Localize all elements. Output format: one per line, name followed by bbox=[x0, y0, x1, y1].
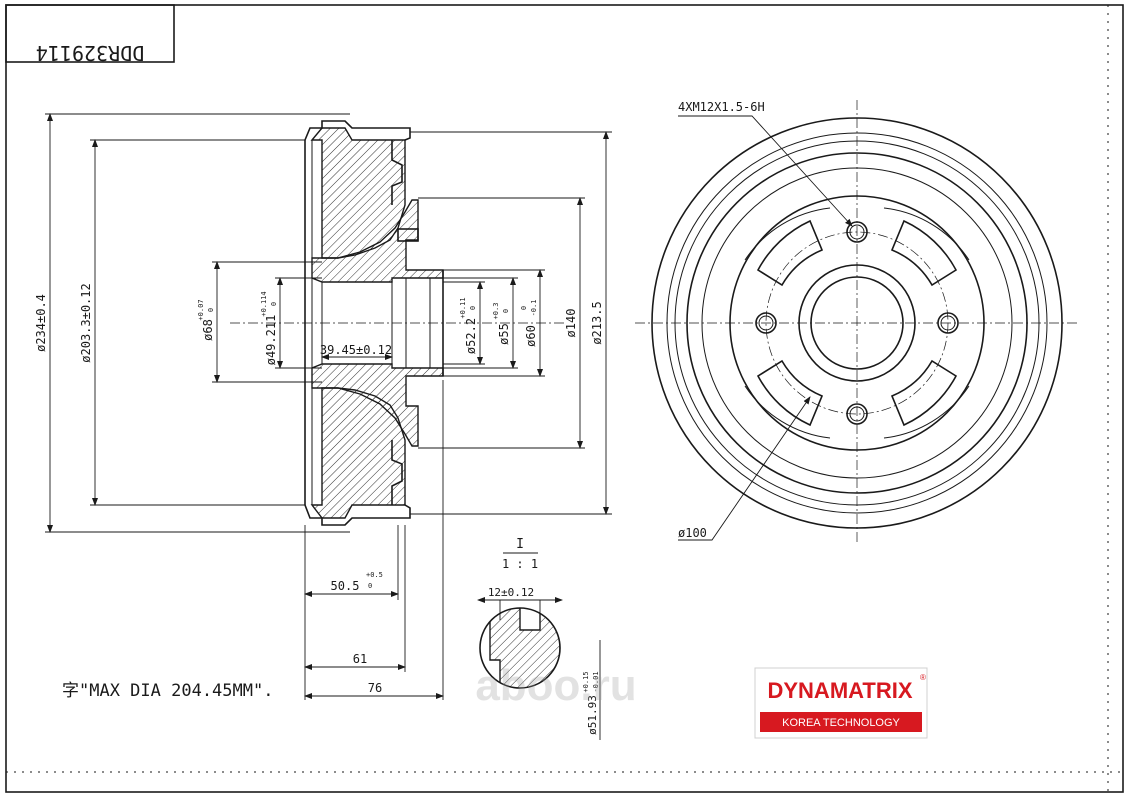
dimension-labels: ø234±0.4 ø203.3±0.12 ø68 +0.07 0 ø49.211… bbox=[34, 283, 604, 695]
detail-dia-tol-low: -0.01 bbox=[592, 671, 600, 692]
dim-d213: ø213.5 bbox=[590, 301, 604, 344]
hub-hatch-top bbox=[311, 199, 444, 283]
dim-d60: ø60 bbox=[524, 325, 538, 347]
brand-tagline-bar bbox=[760, 712, 922, 732]
dim-d60-tol-up: 0 bbox=[520, 306, 528, 310]
dim-d60-tol-low: -0.1 bbox=[530, 300, 538, 317]
dim-d52-tol-low: 0 bbox=[469, 306, 477, 310]
pcd-label: ø100 bbox=[678, 526, 707, 540]
brand-name: DYNAMATRIX bbox=[767, 678, 912, 703]
drawing-frame bbox=[5, 4, 1124, 793]
dim-len50-tol-up: +0.5 bbox=[366, 571, 383, 579]
dim-d203: ø203.3±0.12 bbox=[79, 283, 93, 362]
watermark: aboo.ru bbox=[475, 661, 636, 710]
hub-flange-circle bbox=[729, 195, 985, 451]
max-dia-note: 字"MAX DIA 204.45MM". bbox=[62, 681, 273, 701]
dim-d68-tol-low: 0 bbox=[207, 308, 215, 312]
detail-scale: 1 : 1 bbox=[502, 557, 538, 571]
dim-d68: ø68 bbox=[201, 319, 215, 341]
drum-outer-circle bbox=[651, 117, 1063, 529]
brand-logo: DYNAMATRIX ® KOREA TECHNOLOGY bbox=[754, 667, 928, 739]
dim-d55-tol-low: 0 bbox=[502, 309, 510, 313]
dim-d52: ø52.2 bbox=[464, 318, 478, 354]
detail-groove: 12±0.12 bbox=[488, 586, 534, 599]
front-view: 4XM12X1.5-6H ø100 bbox=[635, 100, 1080, 545]
hub-outer-circle bbox=[798, 264, 916, 382]
dim-d68-tol-up: +0.07 bbox=[197, 299, 205, 320]
watermark-text: aboo.ru bbox=[475, 661, 636, 710]
dim-len50: 50.5 bbox=[331, 579, 360, 593]
dim-d49: ø49.211 bbox=[264, 315, 278, 366]
dim-d52-tol-up: +0.11 bbox=[459, 297, 467, 318]
pcd-circle bbox=[765, 231, 949, 415]
part-number: DDR329114 bbox=[36, 41, 144, 65]
dimension-lines bbox=[45, 113, 612, 700]
dim-len76: 76 bbox=[368, 681, 382, 695]
dim-d234: ø234±0.4 bbox=[34, 294, 48, 352]
dim-d55: ø55 bbox=[497, 323, 511, 345]
dim-len50-tol-low: 0 bbox=[368, 582, 372, 590]
stud-holes bbox=[755, 221, 959, 425]
dim-d49-tol-low: 0 bbox=[270, 302, 278, 306]
hub-bore-circle bbox=[810, 276, 904, 370]
spoke-windows bbox=[744, 207, 970, 439]
section-view bbox=[230, 120, 565, 526]
thread-spec: 4XM12X1.5-6H bbox=[678, 100, 765, 114]
dim-d49-tol-up: +0.114 bbox=[260, 291, 268, 316]
dim-len39: 39.45±0.12 bbox=[320, 343, 392, 357]
brand-tagline: KOREA TECHNOLOGY bbox=[782, 717, 900, 729]
dim-d140: ø140 bbox=[564, 309, 578, 338]
brand-reg: ® bbox=[920, 673, 926, 682]
detail-mark: I bbox=[516, 537, 524, 552]
dim-len61: 61 bbox=[353, 652, 367, 666]
dim-d55-tol-up: +0.3 bbox=[492, 303, 500, 320]
hub-hatch-bottom bbox=[311, 363, 444, 447]
detail-dia: ø51.93 bbox=[586, 695, 599, 735]
part-number-box: DDR329114 bbox=[5, 4, 175, 65]
detail-dia-tol-up: +0.15 bbox=[582, 671, 590, 692]
detail-view: I 1 : 1 12±0.12 ø51.93 +0.15 -0.01 bbox=[477, 537, 601, 740]
